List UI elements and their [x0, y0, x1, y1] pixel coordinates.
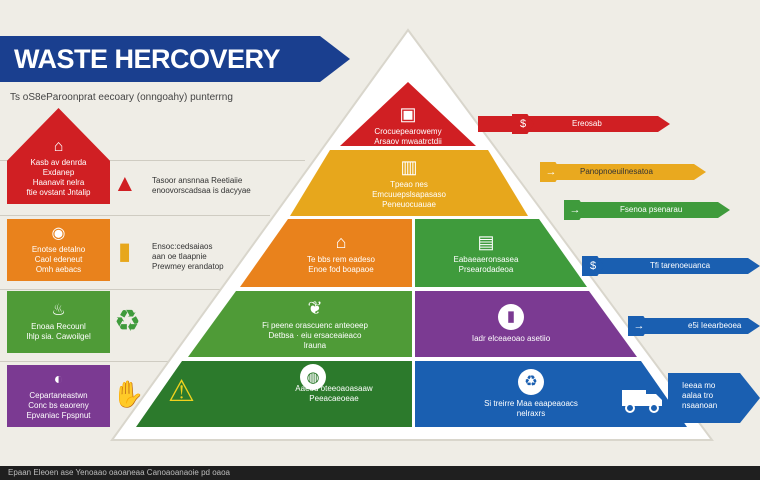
- cup-icon: ▮: [118, 238, 132, 265]
- tier-text: Si treirre Maa eaapeaoacs nelraxrs: [484, 399, 578, 418]
- recycle-circle-icon: ♻: [518, 369, 544, 395]
- arrow-tier-second: [540, 164, 706, 180]
- arrow-label: Ieeaa mo aalaa tro nsaanoan: [682, 381, 718, 410]
- dollar-icon: $: [512, 114, 534, 134]
- left-card-recycle: ♨ Enoaa Recounl Ihlp sia. Cawoilgel: [7, 291, 110, 353]
- factory-icon: ▥: [400, 156, 418, 177]
- tier-text: Te bbs rem eadeso Enoe fod boapaoe: [306, 254, 376, 274]
- recycle-bin-icon: ⌂: [53, 138, 64, 155]
- title-banner: WASTE HERCOVERY: [0, 36, 350, 82]
- arrow-label: Fsenoa psenarau: [620, 205, 683, 214]
- arrow-label: Tfi tarenoeuanca: [650, 261, 711, 270]
- arrow-tier-fourth: [582, 258, 760, 274]
- arrow-badge-icon: →: [564, 200, 586, 220]
- mid-text: Tasoor ansnnaa Reetiaiie enoovorscadsaa …: [152, 176, 251, 195]
- footer: Epaan Eleoen ase Yenoaao oaoaneaa Canoao…: [0, 466, 760, 480]
- arrow-tier-fifth: [628, 318, 760, 334]
- tier-fourth-right: ▮ Iadr elceaeoao asetiio: [415, 291, 637, 357]
- tier-text: Tpeao nes Emcuuepslsapasaso Peneuocuauae: [372, 179, 446, 209]
- truck-icon: [622, 390, 662, 413]
- page-title: WASTE HERCOVERY: [14, 44, 281, 74]
- tier-base-left: Aaeou oteeoaoasaaw Peeacaeoeae: [136, 361, 412, 427]
- tier-text: Iadr elceaeoao asetiio: [471, 334, 551, 343]
- left-card-text: Cepartaneastwn Conc bs eaoreny Epvaniac …: [26, 391, 91, 420]
- left-card-text: Enotse detalno Caol edeneut Omh aebacs: [31, 245, 86, 274]
- coin-icon: ◉: [51, 225, 66, 242]
- mid-text: Ensoc:cedsaiaos aan oe tlaapnie Prewmey …: [152, 242, 224, 271]
- tier-text: Crocuepearowemy Arsaov mwaatrctdii: [374, 126, 442, 146]
- hazard-icon: ◐: [53, 371, 64, 388]
- tier-second: ▥ Tpeao nes Emcuuepslsapasaso Peneuocuau…: [290, 150, 528, 216]
- arrow-label: Ereosab: [572, 119, 602, 128]
- left-card-text: Enoaa Recounl Ihlp sia. Cawoilgel: [26, 322, 91, 341]
- row-guide: [0, 215, 270, 216]
- hazard-triangle-icon: ⚠: [168, 375, 195, 408]
- bottle-circle-icon: ▮: [498, 304, 524, 330]
- recycle-icon: ♻: [114, 305, 141, 338]
- bag-icon: ▤: [477, 231, 495, 252]
- arrow-label: e5i Ieearbeoea: [688, 321, 742, 330]
- arrow-badge-icon: →: [540, 162, 562, 182]
- subtitle: Ts oS8eParoonprat eecoary (onngoahy) pun…: [10, 92, 233, 103]
- house-recycle-icon: ⌂: [335, 231, 347, 252]
- tier-text: Eabaeaeronsasea Prsearodadeoa: [453, 254, 519, 274]
- arrow-base: Ieeaa mo aalaa tro nsaanoan: [668, 373, 760, 423]
- row-guide: [0, 160, 305, 161]
- dollar-icon: $: [582, 256, 604, 276]
- tier-text: Fi peene orascuenc anteoeep Detbsa · eiu…: [262, 320, 368, 350]
- left-card-text: Kasb av denrda Exdanep Haanavit nelra ft…: [26, 158, 91, 197]
- trash-icon: ▣: [399, 103, 417, 124]
- row-guide: [0, 289, 220, 290]
- arrow-label: Panopnoeuilnesatoa: [580, 167, 653, 176]
- up-arrow-icon: ▲: [113, 170, 137, 197]
- globe-icon: ◍: [300, 364, 326, 390]
- arrow-badge-icon: →: [628, 316, 650, 336]
- left-card-recover: ◐ Cepartaneastwn Conc bs eaoreny Epvania…: [7, 365, 110, 427]
- sprout-icon: ❦: [307, 297, 323, 318]
- row-guide: [0, 361, 170, 362]
- bottle-icon: ♨: [51, 302, 66, 319]
- arrow-tier-third: [566, 202, 730, 218]
- left-card-reuse: ◉ Enotse detalno Caol edeneut Omh aebacs: [7, 219, 110, 281]
